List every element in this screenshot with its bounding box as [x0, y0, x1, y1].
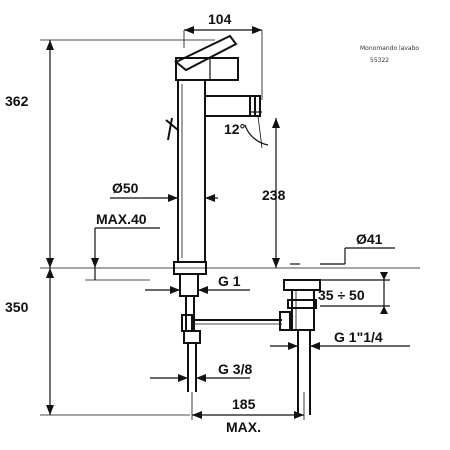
arrow-down [46, 258, 54, 268]
arrow-left [192, 411, 202, 419]
dim-angle: 12° [224, 121, 245, 137]
dim-top-width: 104 [208, 11, 232, 27]
arrow-up [380, 306, 388, 314]
dim-total-height: 362 [5, 93, 29, 109]
arrow-right [252, 26, 262, 34]
dim-thread-main: G 1 [218, 273, 241, 289]
arrow-down [91, 258, 99, 268]
arrow-left [205, 194, 215, 202]
dim-thread-drain: G 1"1/4 [334, 329, 383, 345]
arrow-left [198, 286, 208, 294]
lift-rod [167, 117, 173, 141]
arrow-up [46, 40, 54, 50]
dim-spout-height: 238 [262, 187, 286, 203]
drain-rod-clip [279, 311, 291, 331]
angle-ref [257, 115, 263, 149]
dim-under-height: 350 [5, 299, 29, 315]
dim-distance: 185 [232, 396, 256, 412]
arrow-up [46, 268, 54, 278]
drain-nut [287, 299, 317, 309]
dim-thread-supply: G 3/8 [218, 361, 252, 377]
drain-flange [283, 279, 321, 291]
product-title: Monomando lavabo [360, 45, 419, 52]
arrow-up [272, 118, 280, 128]
arrow-down [380, 272, 388, 280]
dim-drain-range: 35 ÷ 50 [318, 287, 365, 303]
arrow-left [310, 342, 320, 350]
hose-nut [183, 330, 201, 344]
dim-distance-max: MAX. [226, 419, 261, 435]
arrow-right [178, 374, 188, 382]
arrow-down [272, 258, 280, 268]
arrow-left [184, 26, 194, 34]
arrow-down [46, 405, 54, 415]
dim-drain-diameter: Ø41 [356, 231, 383, 247]
spout-tip [249, 95, 261, 117]
top-cap [175, 57, 239, 81]
product-code: 55322 [370, 57, 389, 64]
angle-arc [244, 124, 269, 146]
dim-body-diameter: Ø50 [112, 180, 139, 196]
dim-max-thickness: MAX.40 [96, 211, 147, 227]
arrow-right [288, 342, 298, 350]
threaded-shank [179, 273, 199, 297]
lever-handle [174, 34, 238, 72]
arrow-right [168, 194, 178, 202]
spout [204, 95, 256, 117]
arrow-right [294, 411, 304, 419]
arrow-left [196, 374, 206, 382]
lift-rod-knob [165, 119, 179, 131]
drain-body [291, 289, 315, 331]
arrow-right [170, 286, 180, 294]
